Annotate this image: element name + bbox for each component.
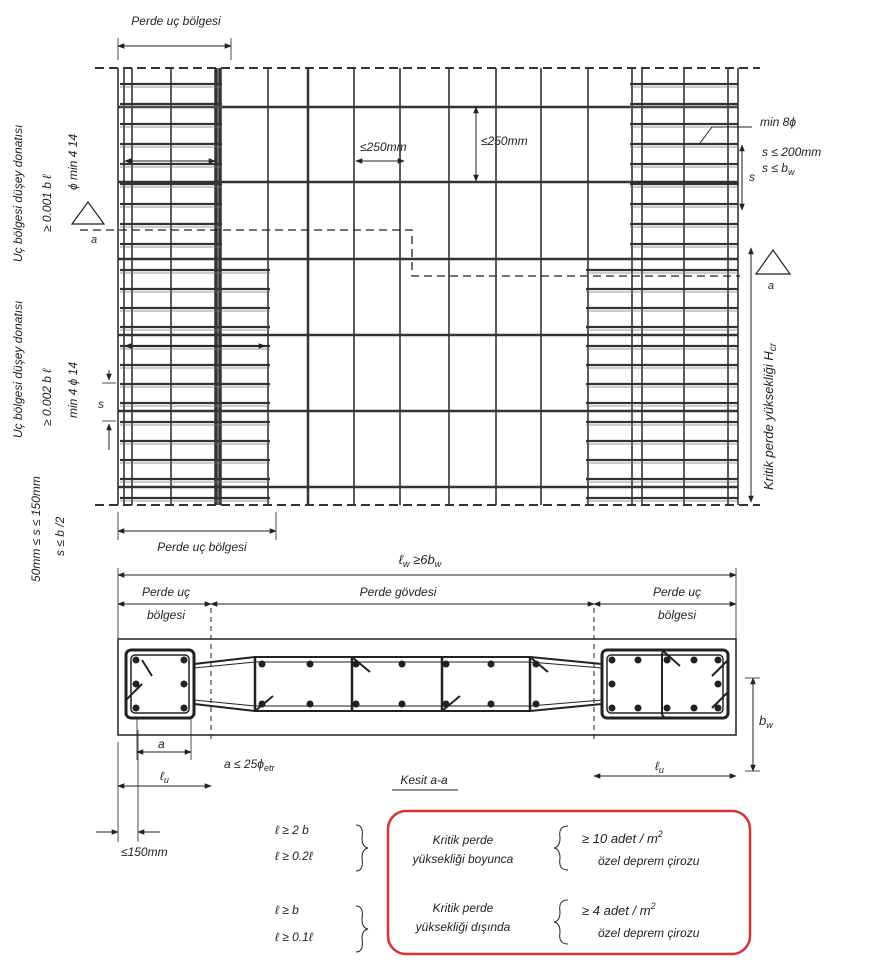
highlight-box: [386, 809, 752, 956]
longitudinal-bar: [442, 700, 450, 708]
svg-text:a: a: [768, 280, 774, 292]
svg-text:s ≤ bw: s ≤ bw: [762, 161, 795, 177]
vertical-spacing-label: ≤250mm: [481, 134, 528, 148]
wall-cross-section: [117, 608, 737, 742]
svg-text:Kritik perde: Kritik perde: [433, 833, 494, 847]
tie-leader: [699, 126, 752, 144]
longitudinal-bar: [608, 680, 616, 688]
wall-length-label: ℓw ≥6bw: [399, 552, 442, 569]
longitudinal-bar: [180, 704, 188, 712]
svg-text:ℓ ≥ 0.1ℓ: ℓ ≥ 0.1ℓ: [275, 930, 314, 944]
wall-thickness-label: bw: [759, 713, 773, 730]
svg-text:ℓ ≥ 0.2ℓ: ℓ ≥ 0.2ℓ: [275, 849, 314, 863]
longitudinal-bar: [132, 704, 140, 712]
right-end-zone-2: bölgesi: [658, 608, 696, 622]
longitudinal-bar: [398, 660, 406, 668]
lu-right-label: ℓu: [655, 759, 664, 775]
longitudinal-bar: [180, 680, 188, 688]
longitudinal-bar: [306, 700, 314, 708]
section-mark-right: a: [754, 248, 792, 292]
vertical-bars: [117, 68, 739, 505]
longitudinal-bar: [663, 656, 671, 664]
longitudinal-bar: [634, 656, 642, 664]
left-annotation-upper: Uç bölgesi düşey donatısı ≥ 0.001 b ℓ ϕ …: [11, 125, 80, 262]
a-condition: a ≤ 25ϕetr: [224, 757, 275, 773]
longitudinal-bar: [258, 700, 266, 708]
wall-body-label: Perde gövdesi: [360, 585, 437, 599]
left-annotation-lower: Uç bölgesi düşey donatısı ≥ 0.002 b ℓ mi…: [11, 301, 80, 438]
left-end-zone-1: Perde uç: [142, 585, 190, 599]
longitudinal-bar: [634, 704, 642, 712]
wall-elevation: [80, 67, 760, 506]
longitudinal-bar: [532, 700, 540, 708]
longitudinal-bar: [398, 700, 406, 708]
longitudinal-bar: [352, 700, 360, 708]
svg-text:50mm ≤ s ≤ 150mm: 50mm ≤ s ≤ 150mm: [29, 476, 43, 582]
svg-text:yüksekliği boyunca: yüksekliği boyunca: [412, 852, 514, 866]
top-end-zone-label: Perde uç bölgesi: [131, 14, 221, 28]
svg-text:Uç bölgesi düşey donatısı: Uç bölgesi düşey donatısı: [11, 301, 25, 438]
longitudinal-bar: [258, 660, 266, 668]
svg-text:özel deprem çirozu: özel deprem çirozu: [598, 854, 700, 868]
longitudinal-bar: [690, 656, 698, 664]
longitudinal-bar: [714, 704, 722, 712]
bottom-end-zone-label: Perde uç bölgesi: [157, 540, 247, 554]
longitudinal-bar: [487, 660, 495, 668]
longitudinal-bar: [608, 656, 616, 664]
section-longitudinal-bars: [132, 656, 722, 712]
svg-text:ℓ ≥ 2 b: ℓ ≥ 2 b: [275, 823, 309, 837]
svg-text:özel deprem çirozu: özel deprem çirozu: [598, 926, 700, 940]
lu-conditions: ℓ ≥ 2 b ℓ ≥ 0.2ℓ ℓ ≥ b ℓ ≥ 0.1ℓ: [275, 823, 369, 953]
svg-text:≥ 10 adet / m2: ≥ 10 adet / m2: [582, 829, 663, 846]
a-dim-label: a: [158, 737, 165, 751]
section-line: [80, 229, 740, 277]
svg-text:Uç bölgesi düşey donatısı: Uç bölgesi düşey donatısı: [11, 125, 25, 262]
longitudinal-bar: [608, 704, 616, 712]
tie-diameter-label: min 8ϕ: [760, 115, 796, 129]
svg-text:a: a: [91, 234, 97, 246]
svg-text:≥ 0.001 b ℓ: ≥ 0.001 b ℓ: [40, 174, 54, 232]
longitudinal-bar: [487, 700, 495, 708]
svg-text:min 4 ϕ 14: min 4 ϕ 14: [66, 362, 80, 418]
tie-spacing-2-sub: w: [788, 167, 795, 177]
longitudinal-bar: [714, 656, 722, 664]
horizontal-spacing-label: ≤250mm: [360, 140, 407, 154]
longitudinal-bar: [532, 660, 540, 668]
left-end-zone-2: bölgesi: [147, 608, 185, 622]
longitudinal-bar: [132, 680, 140, 688]
left-s-label: s: [98, 397, 104, 411]
svg-text:≥ 4 adet / m2: ≥ 4 adet / m2: [582, 901, 656, 918]
svg-text:≥ 0.002 b ℓ: ≥ 0.002 b ℓ: [40, 368, 54, 426]
tie-s-right: s: [749, 170, 755, 184]
longitudinal-bar: [663, 704, 671, 712]
svg-text:yüksekliği dışında: yüksekliği dışında: [415, 920, 511, 934]
critical-height-label: Kritik perde yüksekliği Hcr: [761, 342, 779, 490]
longitudinal-bar: [306, 660, 314, 668]
longitudinal-bar: [180, 656, 188, 664]
cover-label: ≤150mm: [121, 845, 168, 859]
lu-left-label: ℓu: [160, 769, 169, 785]
left-annotation-bottom: 50mm ≤ s ≤ 150mm s ≤ b /2: [29, 476, 67, 582]
svg-text:ℓ ≥ b: ℓ ≥ b: [275, 903, 299, 917]
longitudinal-bar: [132, 656, 140, 664]
svg-text:Kritik perde: Kritik perde: [433, 901, 494, 915]
section-mark-left: a: [70, 200, 106, 246]
longitudinal-bar: [690, 704, 698, 712]
tie-spacing-1: s ≤ 200mm: [762, 145, 821, 159]
svg-text:ϕ min 4 14: ϕ min 4 14: [66, 134, 80, 190]
horizontal-bars: [118, 82, 738, 502]
tie-conditions: Kritik perde yüksekliği boyunca Kritik p…: [412, 825, 700, 945]
longitudinal-bar: [442, 660, 450, 668]
right-end-zone-1: Perde uç: [653, 585, 701, 599]
section-title: Kesit a-a: [400, 773, 448, 787]
longitudinal-bar: [352, 660, 360, 668]
longitudinal-bar: [714, 680, 722, 688]
tie-spacing-2: s ≤ b: [762, 161, 788, 175]
svg-text:s ≤ b /2: s ≤ b /2: [53, 516, 67, 556]
